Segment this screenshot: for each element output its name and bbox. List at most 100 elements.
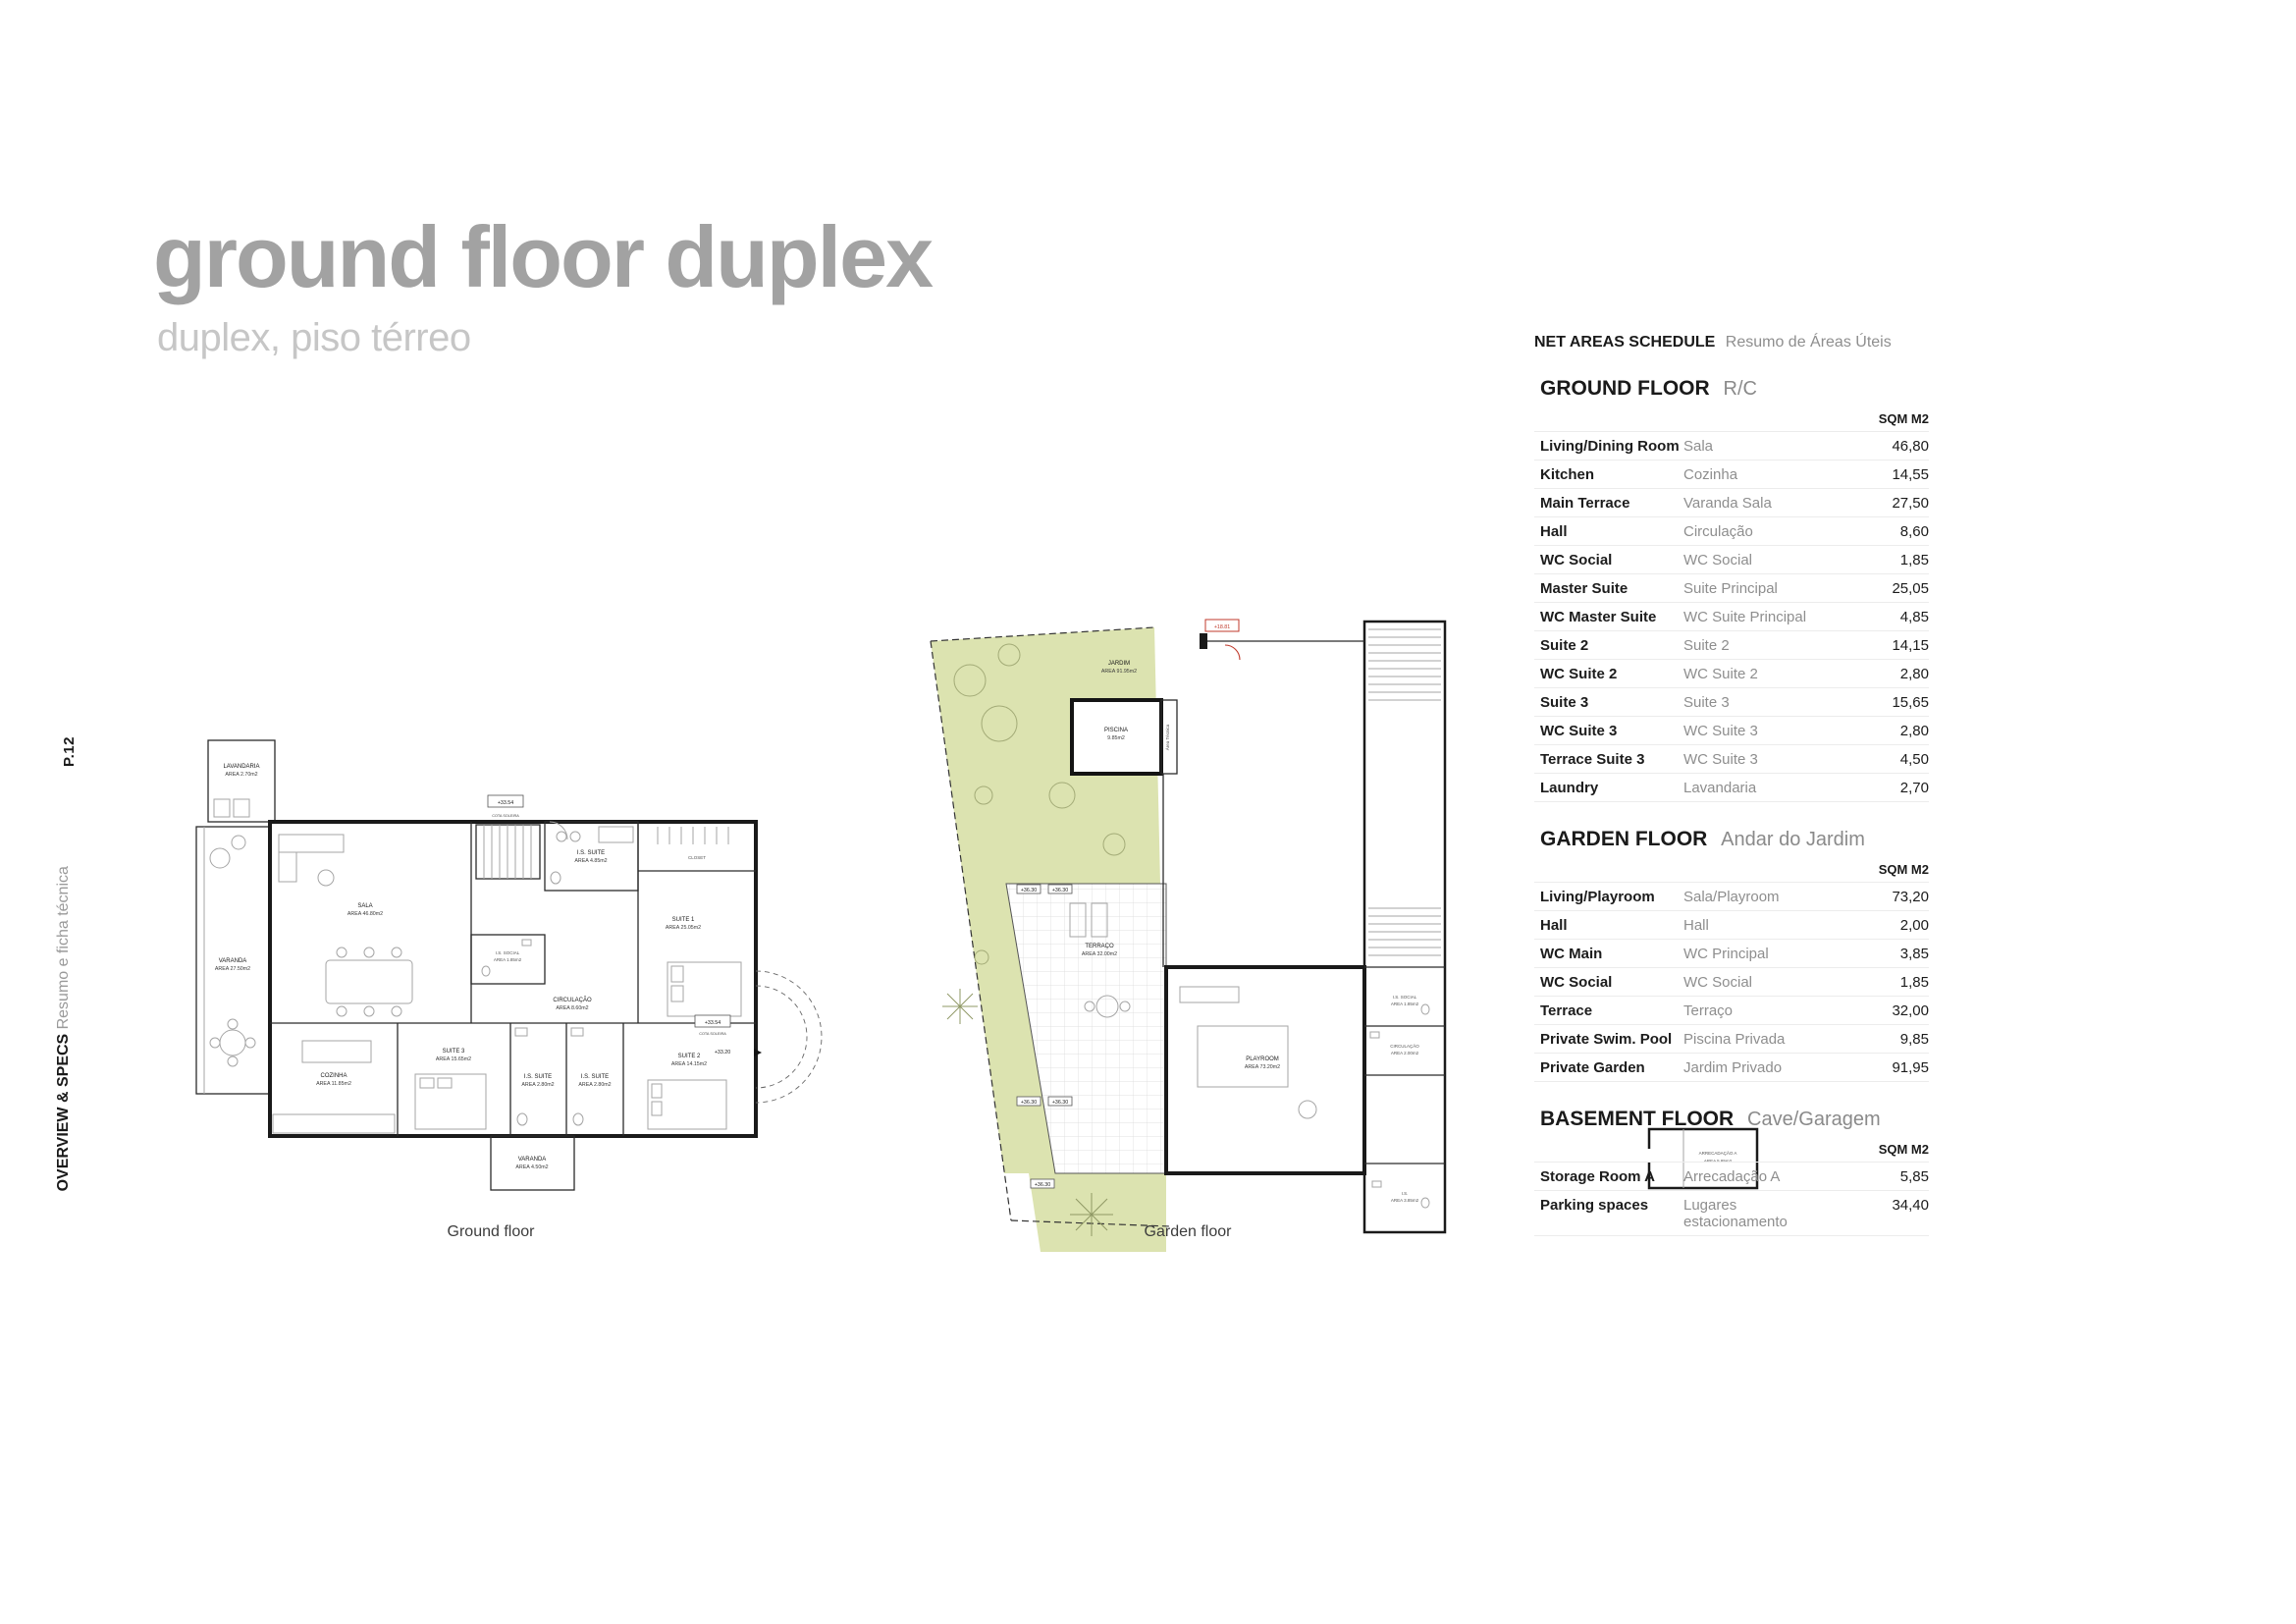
level-value: +36.30: [1052, 1100, 1068, 1106]
schedule-cell-pt: Circulação: [1683, 523, 1753, 540]
room-area: 9.85m2: [1107, 735, 1125, 741]
schedule-cell-en: WC Master Suite: [1540, 609, 1657, 625]
level-value: +36.30: [1052, 888, 1068, 893]
master-bathroom: I.S. SUITE AREA 4.85m2: [550, 826, 634, 885]
section-sidebar-label: OVERVIEW & SPECS Resumo e ficha técnica: [55, 856, 73, 1191]
main-terrace: VARANDA AREA 27.50m2: [195, 826, 271, 1095]
laundry-room: LAVANDARIA AREA 2.70m2: [207, 739, 276, 823]
schedule-cell-pt: Suite Principal: [1683, 580, 1778, 597]
schedule-cell-sqm: 2,80: [1899, 666, 1929, 682]
schedule-cell-pt: Jardim Privado: [1683, 1059, 1783, 1076]
elevation-value: +33.20: [715, 1050, 730, 1056]
schedule-cell-pt: Suite 2: [1683, 637, 1730, 654]
schedule-cell-sqm: 73,20: [1892, 889, 1929, 905]
page-number: P.12: [61, 736, 78, 767]
schedule-row: Hall Circulação 8,60: [1534, 517, 1929, 546]
room-area: AREA 27.50m2: [215, 966, 250, 972]
room-area: AREA 15.65m2: [436, 1056, 471, 1062]
room-label: I.S. SOCIAL: [496, 950, 520, 955]
schedule-cell-en: Private Swim. Pool: [1540, 1031, 1673, 1048]
room-area: AREA 4.50m2: [515, 1164, 548, 1170]
schedule-cell-sqm: 34,40: [1892, 1197, 1929, 1214]
entry-door-swing: [1224, 644, 1241, 661]
room-label: I.S. SOCIAL: [1393, 995, 1417, 1000]
schedule-cell-pt: Lavandaria: [1683, 780, 1757, 796]
schedule-cell-en: Hall: [1540, 917, 1568, 934]
elevation-value: +33.54: [705, 1020, 721, 1026]
living-room: SALA AREA 46.80m2: [278, 834, 413, 1017]
schedule-cell-pt: Varanda Sala: [1683, 495, 1772, 512]
schedule-cell-en: Main Terrace: [1540, 495, 1630, 512]
page-title: ground floor duplex: [153, 208, 934, 305]
schedule-cell-sqm: 32,00: [1892, 1002, 1929, 1019]
schedule-cell-sqm: 5,85: [1899, 1168, 1929, 1185]
schedule-row: Main Terrace Varanda Sala 27,50: [1534, 489, 1929, 517]
schedule-cell-en: WC Suite 3: [1540, 723, 1618, 739]
section-heading: BASEMENT FLOOR Cave/Garagem: [1540, 1108, 1929, 1131]
garden-terrace: TERRAÇO AREA 32.00m2: [1005, 883, 1167, 1174]
section-heading: GROUND FLOOR R/C: [1540, 377, 1929, 401]
room-area: AREA 5.85m2: [1704, 1159, 1733, 1164]
schedule-cell-sqm: 4,50: [1899, 751, 1929, 768]
schedule-cell-en: Hall: [1540, 523, 1568, 540]
elevation-label: COTA SOLEIRA: [492, 814, 519, 818]
sidebar-subtitle: Resumo e ficha técnica: [55, 866, 72, 1030]
schedule-cell-en: Terrace: [1540, 1002, 1593, 1019]
schedule-cell-sqm: 8,60: [1899, 523, 1929, 540]
room-area: AREA 46.80m2: [347, 911, 383, 917]
garden-floor-plan: JARDIM AREA 91.95m2 PISCINA 9.85m2 Área …: [930, 619, 1447, 1252]
schedule-cell-sqm: 46,80: [1892, 438, 1929, 455]
section-heading-en: BASEMENT FLOOR: [1540, 1108, 1735, 1130]
circulation-hall: CIRCULAÇÃO AREA 8.60m2: [549, 821, 592, 1011]
parcel-boundary: [930, 626, 1171, 1227]
schedule-cell-pt: Hall: [1683, 917, 1709, 934]
section-heading-pt: Cave/Garagem: [1747, 1109, 1881, 1130]
unit-header: SQM M2: [1534, 1133, 1929, 1163]
schedule-cell-pt: Arrecadação A: [1683, 1168, 1781, 1185]
playroom: PLAYROOM AREA 73.20m2: [1164, 965, 1366, 1175]
schedule-cell-sqm: 1,85: [1899, 974, 1929, 991]
room-label: VARANDA: [518, 1157, 547, 1163]
schedule-cell-pt: Sala: [1683, 438, 1714, 455]
level-markers: +36.30 +36.30 +36.30 +36.30 +36.30: [1016, 884, 1073, 1189]
schedule-cell-en: Private Garden: [1540, 1059, 1645, 1076]
wc-social: I.S. SOCIAL AREA 1.85m2: [481, 939, 532, 977]
room-area: AREA 14.15m2: [671, 1061, 707, 1067]
room-label: I.S. SUITE: [581, 1074, 609, 1080]
level-value: +36.30: [1035, 1182, 1050, 1188]
room-area: AREA 2.70m2: [225, 772, 257, 778]
schedule-cell-en: Suite 3: [1540, 694, 1589, 711]
entry-arrow: [754, 1049, 762, 1056]
room-label: PLAYROOM: [1246, 1056, 1279, 1062]
room-area: AREA 25.05m2: [666, 925, 701, 931]
driveway-arcs: [755, 970, 823, 1104]
level-value: +36.30: [1021, 1100, 1037, 1106]
room-label: I.S. SUITE: [577, 850, 605, 856]
schedule-cell-sqm: 2,70: [1899, 780, 1929, 796]
schedule-cell-pt: WC Social: [1683, 974, 1753, 991]
schedule-cell-sqm: 27,50: [1892, 495, 1929, 512]
room-label: SUITE 2: [678, 1054, 701, 1059]
room-label: TERRAÇO: [1085, 944, 1114, 949]
schedule-cell-en: WC Social: [1540, 552, 1613, 568]
schedule-cell-sqm: 25,05: [1892, 580, 1929, 597]
room-label: JARDIM: [1108, 661, 1130, 667]
room-area: AREA 91.95m2: [1101, 669, 1137, 675]
room-label: CLOSET: [688, 855, 706, 860]
palm-tree: [1070, 1193, 1113, 1236]
schedule-cell-sqm: 9,85: [1899, 1031, 1929, 1048]
